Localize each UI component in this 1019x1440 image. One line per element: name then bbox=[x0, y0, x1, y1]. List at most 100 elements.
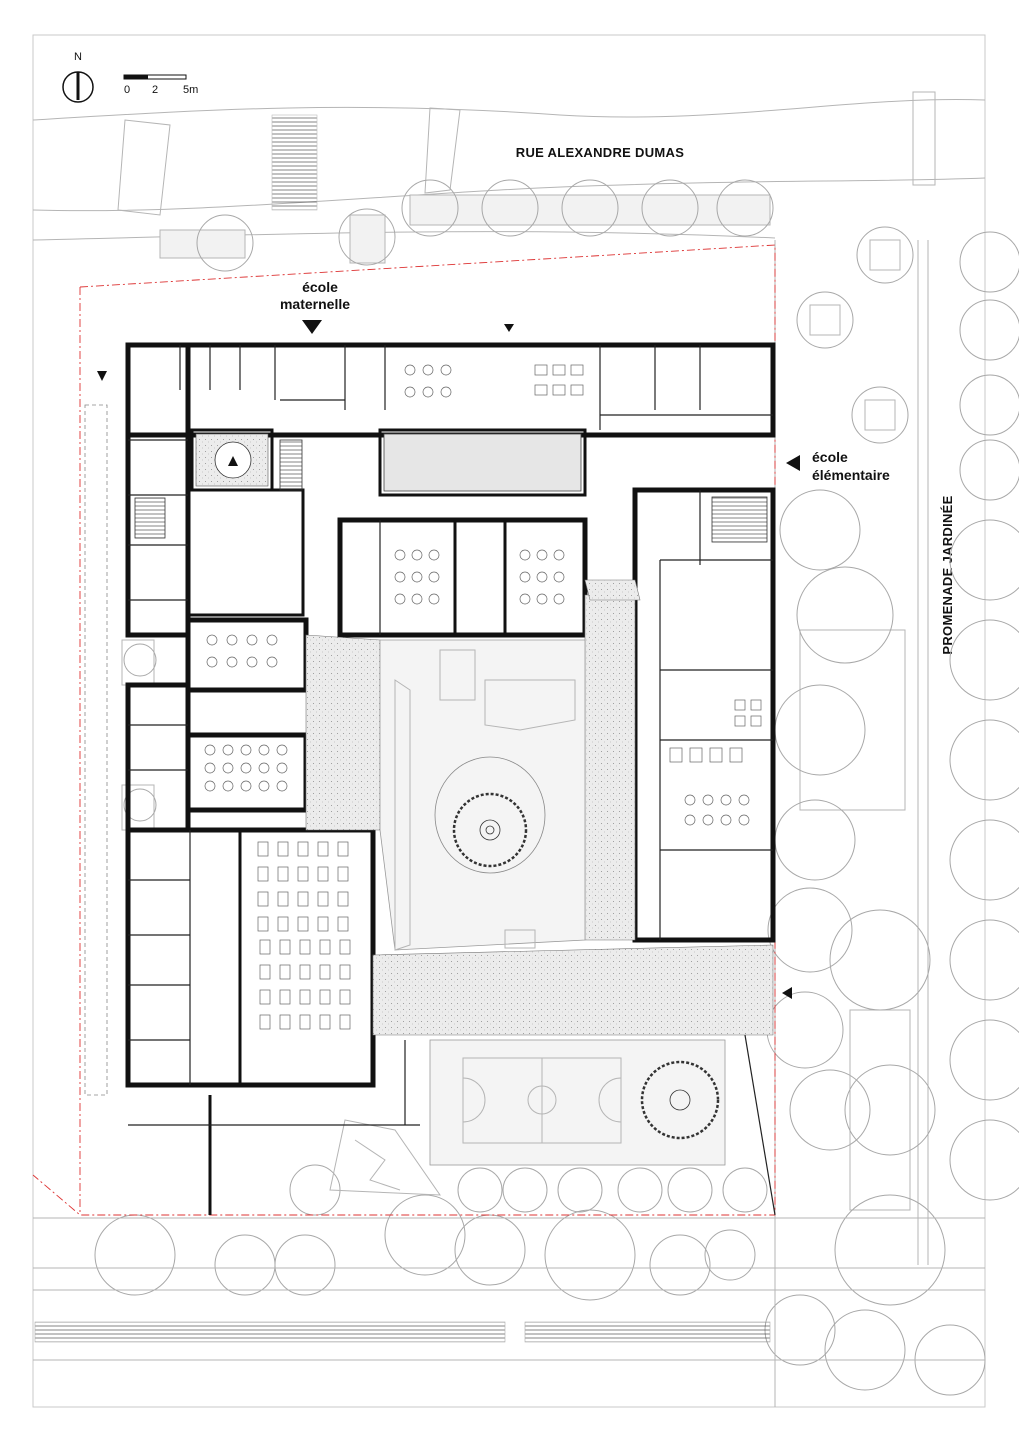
covered-gallery bbox=[305, 579, 774, 1036]
table-icon bbox=[729, 747, 743, 763]
table-icon bbox=[570, 364, 584, 376]
table-icon bbox=[259, 989, 271, 1005]
table-icon bbox=[297, 866, 309, 882]
scale-tick-5m: 5m bbox=[183, 84, 198, 96]
crosswalk bbox=[117, 91, 936, 216]
table-icon bbox=[337, 841, 349, 857]
table-icon bbox=[259, 964, 271, 980]
south-walls bbox=[128, 1034, 776, 1216]
table-icon bbox=[206, 656, 218, 668]
tree-icon bbox=[196, 214, 254, 272]
street-label-north: RUE ALEXANDRE DUMAS bbox=[516, 145, 684, 160]
street-label-east: PROMENADE JARDINÉE bbox=[940, 495, 955, 654]
table-icon bbox=[246, 656, 258, 668]
table-icon bbox=[297, 916, 309, 932]
tree-icon bbox=[338, 208, 396, 266]
table-icon bbox=[339, 964, 351, 980]
promenade-east: PROMENADE JARDINÉE bbox=[799, 240, 955, 1265]
table-icon bbox=[411, 593, 423, 605]
table-icon bbox=[411, 571, 423, 583]
north-label: N bbox=[74, 51, 82, 63]
table-icon bbox=[226, 634, 238, 646]
drawing-frame bbox=[32, 34, 986, 1408]
entrance-arrow-icon bbox=[302, 320, 322, 334]
entrance-label-line2: maternelle bbox=[280, 296, 350, 312]
table-icon bbox=[339, 1014, 351, 1030]
furniture bbox=[204, 364, 762, 1030]
tree-icon bbox=[716, 179, 774, 237]
table-icon bbox=[266, 634, 278, 646]
table-icon bbox=[428, 549, 440, 561]
stair bbox=[711, 496, 768, 543]
table-icon bbox=[404, 386, 416, 398]
table-icon bbox=[279, 989, 291, 1005]
table-icon bbox=[750, 715, 762, 727]
table-icon bbox=[259, 1014, 271, 1030]
table-icon bbox=[734, 699, 746, 711]
table-icon bbox=[337, 891, 349, 907]
table-icon bbox=[277, 866, 289, 882]
table-icon bbox=[552, 364, 566, 376]
tree-icon bbox=[561, 179, 619, 237]
table-icon bbox=[299, 939, 311, 955]
scale-tick-2: 2 bbox=[152, 84, 158, 96]
west-lane bbox=[84, 404, 157, 1096]
entrance-elementaire: école élémentaire bbox=[786, 449, 890, 483]
table-icon bbox=[734, 715, 746, 727]
table-icon bbox=[702, 814, 714, 826]
table-icon bbox=[339, 939, 351, 955]
table-icon bbox=[519, 571, 531, 583]
table-icon bbox=[750, 699, 762, 711]
table-icon bbox=[222, 762, 234, 774]
table-icon bbox=[720, 794, 732, 806]
table-icon bbox=[317, 841, 329, 857]
table-icon bbox=[240, 780, 252, 792]
tree-icon bbox=[851, 386, 909, 444]
table-icon bbox=[204, 744, 216, 756]
table-icon bbox=[440, 364, 452, 376]
table-icon bbox=[257, 841, 269, 857]
north-arrow-icon: N bbox=[62, 51, 94, 103]
tree-icon bbox=[452, 792, 528, 868]
trees-north bbox=[196, 179, 914, 444]
table-icon bbox=[259, 939, 271, 955]
table-icon bbox=[317, 916, 329, 932]
table-icon bbox=[317, 891, 329, 907]
entrance-arrow-icon bbox=[97, 371, 107, 381]
tree-icon bbox=[856, 226, 914, 284]
table-icon bbox=[552, 384, 566, 396]
table-icon bbox=[299, 989, 311, 1005]
entrance-arrow-icon bbox=[782, 987, 792, 999]
table-icon bbox=[337, 866, 349, 882]
table-icon bbox=[709, 747, 723, 763]
table-icon bbox=[222, 744, 234, 756]
table-icon bbox=[299, 964, 311, 980]
table-icon bbox=[337, 916, 349, 932]
table-icon bbox=[422, 386, 434, 398]
table-icon bbox=[519, 549, 531, 561]
table-icon bbox=[276, 762, 288, 774]
table-icon bbox=[279, 964, 291, 980]
table-icon bbox=[206, 634, 218, 646]
table-icon bbox=[319, 964, 331, 980]
table-icon bbox=[204, 762, 216, 774]
tree-icon bbox=[481, 179, 539, 237]
table-icon bbox=[246, 634, 258, 646]
tree-icon bbox=[640, 1060, 720, 1140]
table-icon bbox=[684, 814, 696, 826]
table-icon bbox=[519, 593, 531, 605]
table-icon bbox=[720, 814, 732, 826]
table-icon bbox=[534, 364, 548, 376]
table-icon bbox=[440, 386, 452, 398]
table-icon bbox=[317, 866, 329, 882]
table-icon bbox=[258, 744, 270, 756]
table-icon bbox=[689, 747, 703, 763]
stair bbox=[134, 497, 166, 539]
entrance-label-line1: école bbox=[302, 279, 338, 295]
trees-south bbox=[94, 1164, 768, 1301]
table-icon bbox=[570, 384, 584, 396]
table-icon bbox=[738, 794, 750, 806]
table-icon bbox=[404, 364, 416, 376]
entrance-arrow-icon bbox=[786, 455, 800, 471]
tree-icon bbox=[401, 179, 459, 237]
